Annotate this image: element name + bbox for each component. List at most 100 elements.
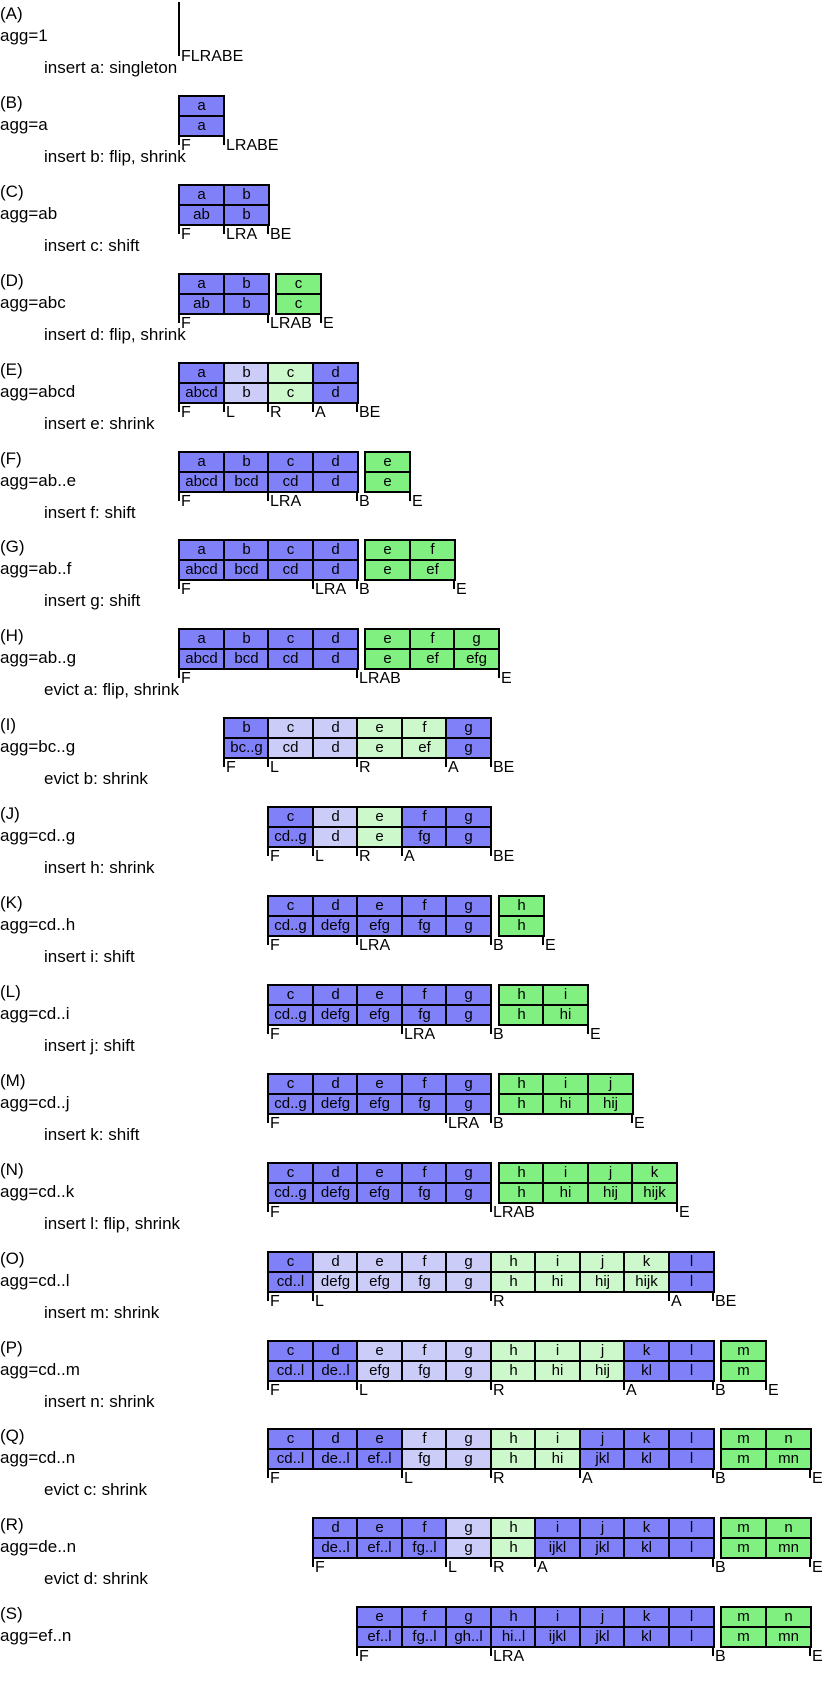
operation-label: evict a: flip, shrink — [44, 680, 180, 699]
front-cell-bottom: ijkl — [534, 1626, 581, 1648]
pointer-tick — [445, 757, 447, 767]
back-cell-bottom: h — [498, 915, 545, 937]
pointer-label: FLRABE — [181, 48, 244, 65]
operation-label: insert c: shift — [44, 236, 140, 255]
pointer-tick — [356, 757, 358, 767]
front-cell-top: l — [668, 1251, 715, 1273]
pointer-tick — [401, 1468, 403, 1478]
front-cell-top: e — [356, 1162, 403, 1184]
step-label: (P) — [0, 1338, 23, 1357]
front-cell-bottom: cd..g — [267, 915, 314, 937]
pointer-label: F — [270, 1026, 280, 1043]
front-cell-bottom: hij — [579, 1271, 626, 1293]
pointer-tick — [356, 1380, 358, 1390]
back-cell-top: n — [765, 1428, 812, 1450]
front-cell-bottom: defg — [312, 1182, 359, 1204]
front-cell-top: g — [445, 806, 492, 828]
pointer-label: A — [582, 1470, 593, 1487]
front-cell-top: e — [356, 806, 403, 828]
front-cell-bottom: defg — [312, 1271, 359, 1293]
front-cell-top: c — [267, 451, 314, 473]
pointer-tick — [312, 402, 314, 412]
front-cell-bottom: cd — [267, 648, 314, 670]
pointer-label: L — [270, 759, 279, 776]
pointer-tick — [356, 491, 358, 501]
pointer-tick — [490, 846, 492, 856]
step-label: (G) — [0, 537, 25, 556]
front-cell-bottom: cd — [267, 559, 314, 581]
pointer-tick — [676, 1202, 678, 1212]
pointer-label: LRA — [226, 226, 258, 243]
operation-label: evict c: shrink — [44, 1480, 147, 1499]
front-cell-top: e — [356, 1428, 403, 1450]
pointer-label: E — [545, 937, 556, 954]
front-cell-bottom: fg — [401, 1448, 448, 1470]
pointer-label: B — [359, 493, 370, 510]
pointer-label: F — [181, 404, 191, 421]
front-cell-bottom: bcd — [223, 648, 270, 670]
front-cell-top: i — [534, 1517, 581, 1539]
pointer-label: B — [715, 1470, 726, 1487]
front-cell-top: f — [401, 806, 448, 828]
step-label: (L) — [0, 982, 21, 1001]
aggregate-label: agg=ab..e — [0, 471, 77, 490]
aggregate-label: agg=cd..j — [0, 1093, 70, 1112]
pointer-label: A — [671, 1293, 682, 1310]
pointer-tick — [712, 1646, 714, 1656]
aggregate-label: agg=ef..n — [0, 1626, 72, 1645]
pointer-tick — [490, 1646, 492, 1656]
pointer-label: F — [270, 1204, 280, 1221]
operation-label: insert d: flip, shrink — [44, 325, 186, 344]
front-cell-bottom: fg — [401, 1004, 448, 1026]
pointer-label: LRA — [315, 581, 347, 598]
pointer-tick — [712, 1291, 714, 1301]
operation-label: insert j: shift — [44, 1036, 135, 1055]
front-cell-bottom: h — [490, 1271, 537, 1293]
front-cell-bottom: g — [445, 1271, 492, 1293]
pointer-label: F — [181, 315, 191, 332]
front-cell-top: b — [223, 273, 270, 295]
aggregate-label: agg=de..n — [0, 1537, 77, 1556]
pointer-label: L — [404, 1470, 413, 1487]
front-cell-bottom: ef..l — [356, 1537, 403, 1559]
front-cell-top: g — [445, 1073, 492, 1095]
front-cell-top: d — [312, 539, 359, 561]
front-cell-bottom: cd..g — [267, 1182, 314, 1204]
front-cell-top: f — [401, 1162, 448, 1184]
front-cell-bottom: cd — [267, 737, 314, 759]
front-cell-top: b — [223, 628, 270, 650]
back-cell-bottom: m — [720, 1448, 767, 1470]
pointer-label: E — [634, 1115, 645, 1132]
pointer-tick — [401, 1024, 403, 1034]
front-cell-top: c — [267, 628, 314, 650]
front-cell-bottom: l — [668, 1360, 715, 1382]
aggregate-label: agg=cd..n — [0, 1448, 76, 1467]
back-cell-top: j — [587, 1073, 634, 1095]
pointer-tick — [267, 1024, 269, 1034]
front-cell-bottom: e — [356, 737, 403, 759]
front-cell-top: e — [356, 1606, 403, 1628]
front-cell-bottom: d — [312, 471, 359, 493]
front-cell-bottom: ab — [178, 204, 225, 226]
pointer-label: F — [181, 137, 191, 154]
front-cell-top: g — [445, 895, 492, 917]
front-cell-top: h — [490, 1340, 537, 1362]
pointer-label: A — [448, 759, 459, 776]
front-cell-bottom: defg — [312, 915, 359, 937]
front-cell-top: i — [534, 1340, 581, 1362]
front-cell-bottom: efg — [356, 1360, 403, 1382]
pointer-tick — [267, 1468, 269, 1478]
step-label: (O) — [0, 1249, 25, 1268]
back-cell-top: i — [542, 1073, 589, 1095]
pointer-tick — [356, 402, 358, 412]
pointer-tick — [587, 1024, 589, 1034]
front-cell-top: j — [579, 1517, 626, 1539]
pointer-tick — [267, 224, 269, 234]
front-cell-top: e — [356, 1251, 403, 1273]
